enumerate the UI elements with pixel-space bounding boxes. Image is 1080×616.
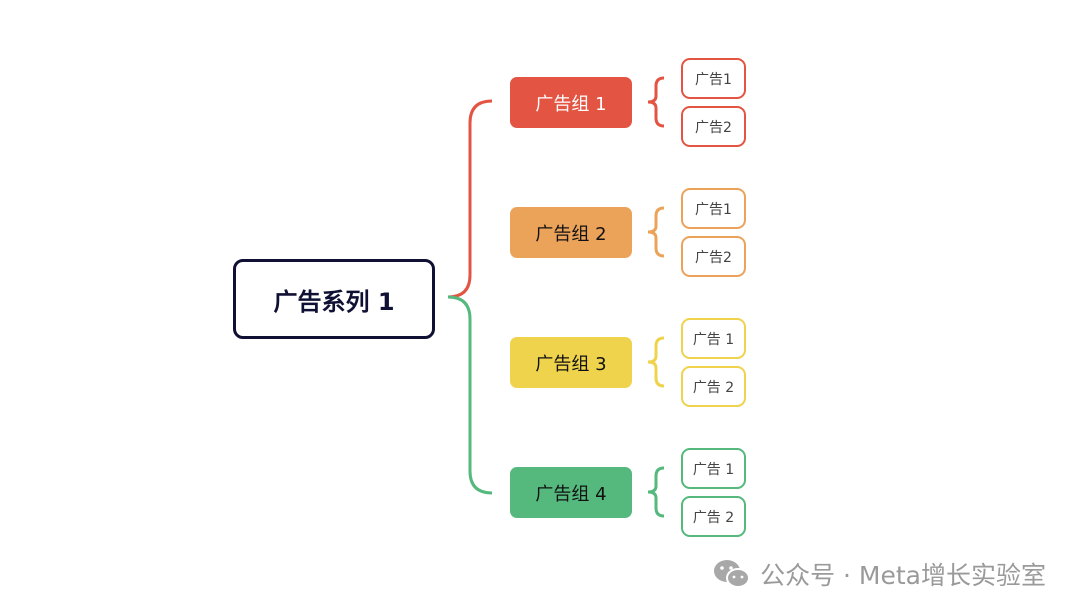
root-node-campaign[interactable]: 广告系列 1 (233, 259, 435, 339)
ad-node[interactable]: 广告 2 (681, 366, 746, 407)
ad-group-label: 广告组 3 (535, 353, 607, 375)
brace-2 (647, 206, 665, 258)
ad-node[interactable]: 广告1 (681, 58, 746, 99)
ad-group-node-2[interactable]: 广告组 2 (510, 207, 632, 258)
ad-label: 广告1 (695, 201, 732, 218)
ad-group-node-3[interactable]: 广告组 3 (510, 337, 632, 388)
brace-3 (647, 336, 665, 388)
ad-label: 广告 2 (692, 509, 735, 526)
ad-label: 广告1 (695, 71, 732, 88)
ad-label: 广告2 (695, 119, 732, 136)
ad-label: 广告2 (695, 249, 732, 266)
branch-line-bottom (447, 295, 493, 495)
ad-node[interactable]: 广告2 (681, 106, 746, 147)
ad-group-label: 广告组 1 (535, 93, 607, 115)
root-label: 广告系列 1 (273, 287, 395, 316)
branch-line-top (447, 99, 493, 299)
ad-node[interactable]: 广告2 (681, 236, 746, 277)
ad-node[interactable]: 广告 2 (681, 496, 746, 537)
watermark: 公众号 · Meta增长实验室 (712, 556, 1046, 592)
ad-label: 广告 1 (692, 461, 735, 478)
ad-node[interactable]: 广告1 (681, 188, 746, 229)
watermark-text: 公众号 · Meta增长实验室 (760, 561, 1046, 590)
brace-1 (647, 76, 665, 128)
ad-group-label: 广告组 2 (535, 223, 607, 245)
ad-group-label: 广告组 4 (535, 483, 607, 505)
wechat-icon (714, 560, 751, 588)
brace-4 (647, 466, 665, 518)
ad-group-node-4[interactable]: 广告组 4 (510, 467, 632, 518)
ad-node[interactable]: 广告 1 (681, 318, 746, 359)
ad-node[interactable]: 广告 1 (681, 448, 746, 489)
ad-label: 广告 2 (692, 379, 735, 396)
ad-group-node-1[interactable]: 广告组 1 (510, 77, 632, 128)
ad-label: 广告 1 (692, 331, 735, 348)
